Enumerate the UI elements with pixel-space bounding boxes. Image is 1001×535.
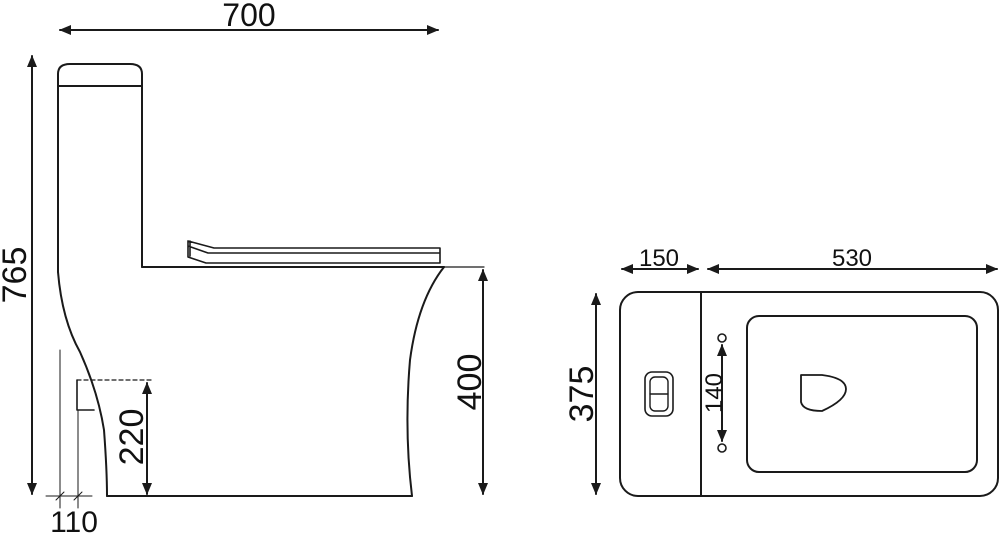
dimension-overall-width: 700 [59, 0, 439, 35]
mounting-hole-bottom [717, 443, 727, 453]
dimension-seat-height: 400 [451, 269, 489, 495]
dimension-label-530: 530 [832, 245, 872, 272]
dimension-label-140: 140 [701, 373, 728, 413]
side-view: 700 765 400 220 110 [0, 0, 489, 535]
mounting-hole-top [717, 333, 727, 343]
dimension-label-700: 700 [222, 0, 275, 33]
side-view-outline [57, 63, 485, 509]
dimension-bowl-length: 530 [707, 245, 998, 274]
dimension-overall-height: 765 [0, 55, 37, 495]
tank-lid [57, 63, 143, 87]
dimension-ticks-110 [55, 491, 83, 501]
flush-button [644, 371, 674, 417]
top-outer-outline [619, 291, 999, 497]
bowl-seat-outline [746, 315, 978, 473]
front-profile [406, 266, 445, 497]
bowl-opening [800, 374, 847, 412]
top-view-outline [619, 291, 999, 497]
rear-profile [57, 271, 108, 497]
tank-body [57, 85, 143, 273]
dimension-outlet-height: 220 [113, 382, 152, 495]
dimension-label-375: 375 [563, 366, 601, 423]
dimension-rough-in: 110 [45, 491, 98, 535]
seat-lid [187, 240, 441, 264]
dimension-label-150: 150 [639, 245, 679, 272]
dimension-tank-depth: 150 [621, 245, 699, 274]
dimension-label-110: 110 [50, 506, 98, 535]
dimension-top-width: 375 [563, 293, 601, 495]
dimension-label-400: 400 [451, 354, 489, 411]
dimension-mounting-holes: 140 [701, 344, 728, 442]
top-view: 150 530 375 140 [563, 245, 999, 497]
dimension-label-765: 765 [0, 247, 34, 304]
dimension-label-220: 220 [113, 409, 151, 466]
outlet-stub [76, 379, 95, 411]
